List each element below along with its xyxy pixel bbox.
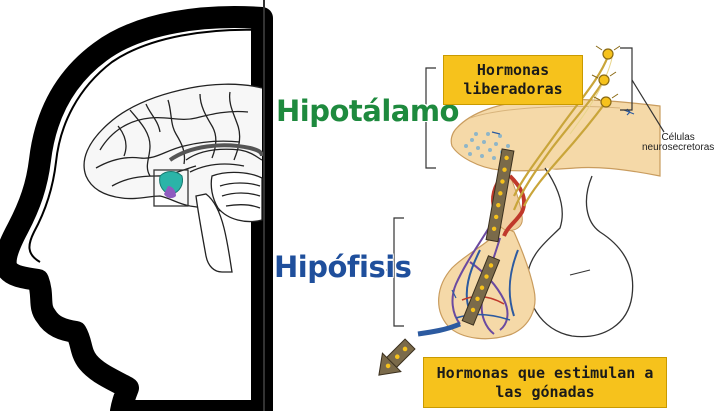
celulas-line-2: neurosecretoras (642, 143, 714, 153)
hipotalamo-label: Hipotálamo (276, 94, 459, 128)
neuron-icon (601, 97, 611, 107)
celulas-neurosecretoras-label: Células neurosecretoras (642, 133, 714, 153)
hormonas-liberadoras-box: Hormonas liberadoras (443, 55, 583, 105)
celulas-bracket (620, 48, 632, 110)
hormonas-gonadas-line-2: las gónadas (424, 383, 666, 402)
hormonas-gonadas-line-1: Hormonas que estimulan a (424, 364, 666, 383)
neuron-icon (603, 49, 613, 59)
hormonas-gonadas-box: Hormonas que estimulan a las gónadas (423, 357, 667, 408)
hormonas-liberadoras-line-2: liberadoras (444, 80, 582, 99)
neuron-icon-group (592, 46, 620, 107)
hormonas-liberadoras-line-1: Hormonas (444, 61, 582, 80)
posterior-pituitary (527, 168, 632, 337)
neuron-icon (599, 75, 609, 85)
head-silhouette-panel (6, 17, 262, 411)
hipofisis-label: Hipófisis (274, 250, 411, 284)
